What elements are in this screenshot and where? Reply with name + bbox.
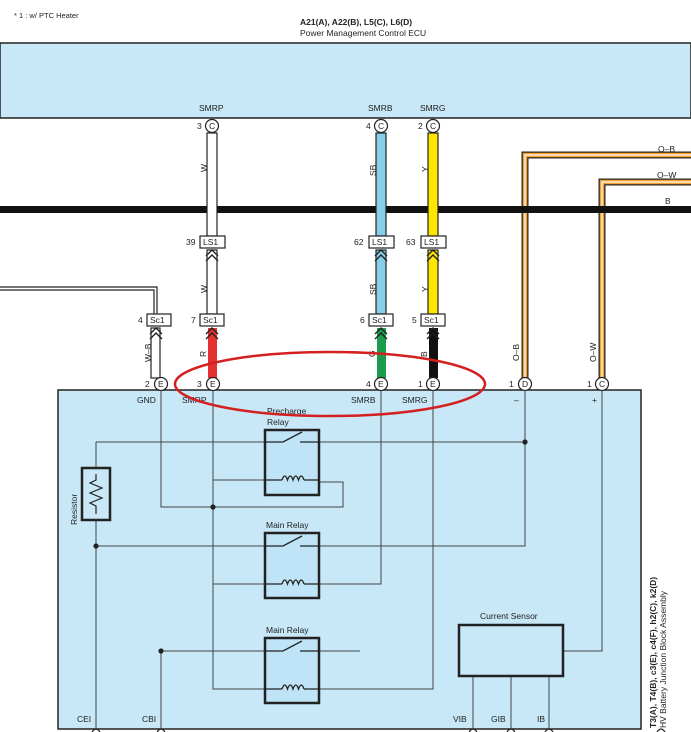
svg-text:E: E [158,379,164,389]
terminal-ib: IB [537,714,545,724]
svg-text:5: 5 [412,315,417,325]
svg-text:4: 4 [138,315,143,325]
junction-block-codes: T3(A), T4(B), c3(E), c4(F), h2(C), k2(D) [648,577,658,728]
junction-dots [93,439,528,654]
svg-text:LS1: LS1 [203,237,218,247]
main-relay-2-label: Main Relay [266,625,309,635]
black-bus-line [0,206,691,213]
ecu-pin-smrb [373,118,389,134]
svg-text:Sc1: Sc1 [424,315,439,325]
ecu-pin-smrp-letter: C [209,121,215,131]
ecu-pin-smrg-signal: SMRG [420,103,446,113]
main-relay-1: Main Relay [213,520,321,600]
wire-color-smrp-bottom: R [198,351,208,357]
wire-color-ob: O–B [511,344,521,361]
junction-signal-smrg: SMRG [402,395,428,405]
right-wire-label-ow: O–W [657,170,676,180]
ecu-pins: C 3 SMRP C 4 SMRB C 2 SMRG [197,103,446,134]
wire-color-ow: O–W [588,343,598,362]
svg-text:7: 7 [191,315,196,325]
ecu-panel [0,42,691,119]
right-wire-label-ob: O–B [658,144,675,154]
ls1-connectors: LS1 39 LS1 62 LS1 63 [186,235,447,249]
svg-text:Sc1: Sc1 [150,315,165,325]
ecu-pin-smrg-letter: C [430,121,436,131]
wire-color-gnd: W–B [143,343,153,362]
svg-text:Sc1: Sc1 [203,315,218,325]
svg-text:E: E [378,379,384,389]
ecu-pin-smrb-letter: C [378,121,384,131]
current-sensor: Current Sensor [457,611,565,678]
svg-text:6: 6 [360,315,365,325]
ecu-pin-smrg-number: 2 [418,121,423,131]
terminal-vib: VIB [453,714,467,724]
right-wire-label-b: B [665,196,671,206]
ptc-heater-note: * 1 : w/ PTC Heater [14,11,79,20]
svg-text:63: 63 [406,237,416,247]
svg-text:62: 62 [354,237,364,247]
precharge-relay: Precharge Relay [263,406,321,497]
resistor: Resistor [69,466,112,525]
junction-signal-smrb: SMRB [351,395,376,405]
connector-chevrons [149,249,440,340]
svg-text:E: E [430,379,436,389]
internal-circuit-lines [95,390,603,729]
right-orange-wires [521,151,691,384]
svg-text:1: 1 [509,379,514,389]
svg-text:1: 1 [418,379,423,389]
ecu-connector-codes: A21(A), A22(B), L5(C), L6(D) [300,17,412,27]
svg-text:1: 1 [587,379,592,389]
terminal-stubs [91,728,666,732]
gnd-wire-left [0,286,158,314]
svg-text:LS1: LS1 [372,237,387,247]
sc1-connectors: Sc1 4 Sc1 7 Sc1 6 Sc1 5 [138,313,446,327]
ecu-pin-smrp-signal: SMRP [199,103,224,113]
current-sensor-label: Current Sensor [480,611,538,621]
svg-text:LS1: LS1 [424,237,439,247]
ecu-pin-smrp-number: 3 [197,121,202,131]
svg-text:D: D [522,379,528,389]
wire-color-upper-smrb: SB [368,164,378,176]
wire-color-upper-smrp: W [199,164,209,172]
terminal-gib: GIB [491,714,506,724]
terminal-cbi: CBI [142,714,156,724]
junction-block-name: HV Battery Junction Block Assembly [658,590,668,728]
precharge-label-2: Relay [267,417,289,427]
ecu-pin-smrg [425,118,441,134]
wire-color-lower-smrb: SB [368,283,378,295]
svg-text:3: 3 [197,379,202,389]
svg-text:C: C [599,379,605,389]
ecu-pin-smrb-signal: SMRB [368,103,393,113]
svg-text:2: 2 [145,379,150,389]
wire-color-lower-smrg: Y [420,286,430,292]
wire-color-lower-smrp: W [199,285,209,293]
svg-text:E: E [210,379,216,389]
junction-signal-plus: + [592,395,597,405]
resistor-label: Resistor [69,494,79,525]
highlight-ellipse [173,350,487,418]
svg-text:39: 39 [186,237,196,247]
main-relay-2: Main Relay [263,625,321,705]
terminal-cei: CEI [77,714,91,724]
wire-color-smrg-bottom: B [419,351,429,357]
wire-color-upper-smrg: Y [420,166,430,172]
ecu-name: Power Management Control ECU [300,28,426,38]
ecu-pin-smrp [204,118,220,134]
ecu-pin-smrb-number: 4 [366,121,371,131]
junction-signal-gnd: GND [137,395,156,405]
precharge-label-1: Precharge [267,406,306,416]
junction-block-panel [57,389,642,730]
svg-text:Sc1: Sc1 [372,315,387,325]
junction-signal-minus: – [514,395,519,405]
main-relay-1-label: Main Relay [266,520,309,530]
svg-text:4: 4 [366,379,371,389]
